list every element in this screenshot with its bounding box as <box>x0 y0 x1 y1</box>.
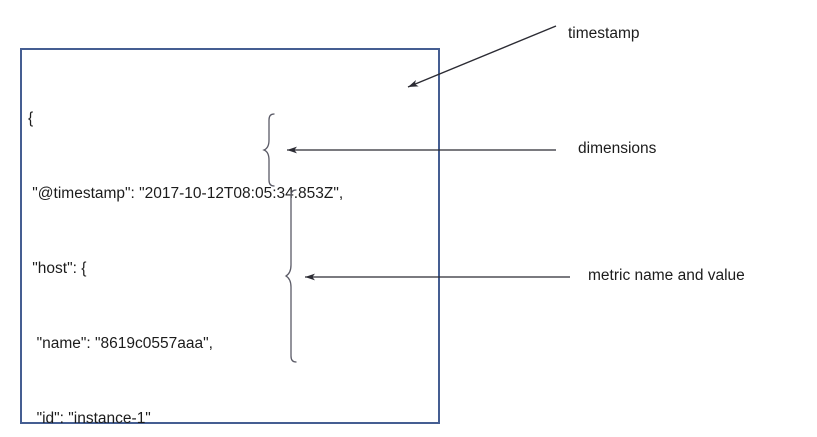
annotation-label-dimensions: dimensions <box>578 140 657 157</box>
code-line-timestamp: "@timestamp": "2017-10-12T08:05:34.853Z"… <box>28 185 344 202</box>
json-document-box <box>20 48 440 424</box>
json-code-block: { "@timestamp": "2017-10-12T08:05:34.853… <box>28 56 458 437</box>
code-line-host-id: "id": "instance-1" <box>28 410 151 427</box>
code-line-host-open: "host": { <box>28 260 87 277</box>
code-line-0: { <box>28 110 34 127</box>
annotation-label-metric: metric name and value <box>588 267 745 284</box>
code-line-host-name: "name": "8619c0557aaa", <box>28 335 213 352</box>
annotation-label-timestamp: timestamp <box>568 25 640 42</box>
